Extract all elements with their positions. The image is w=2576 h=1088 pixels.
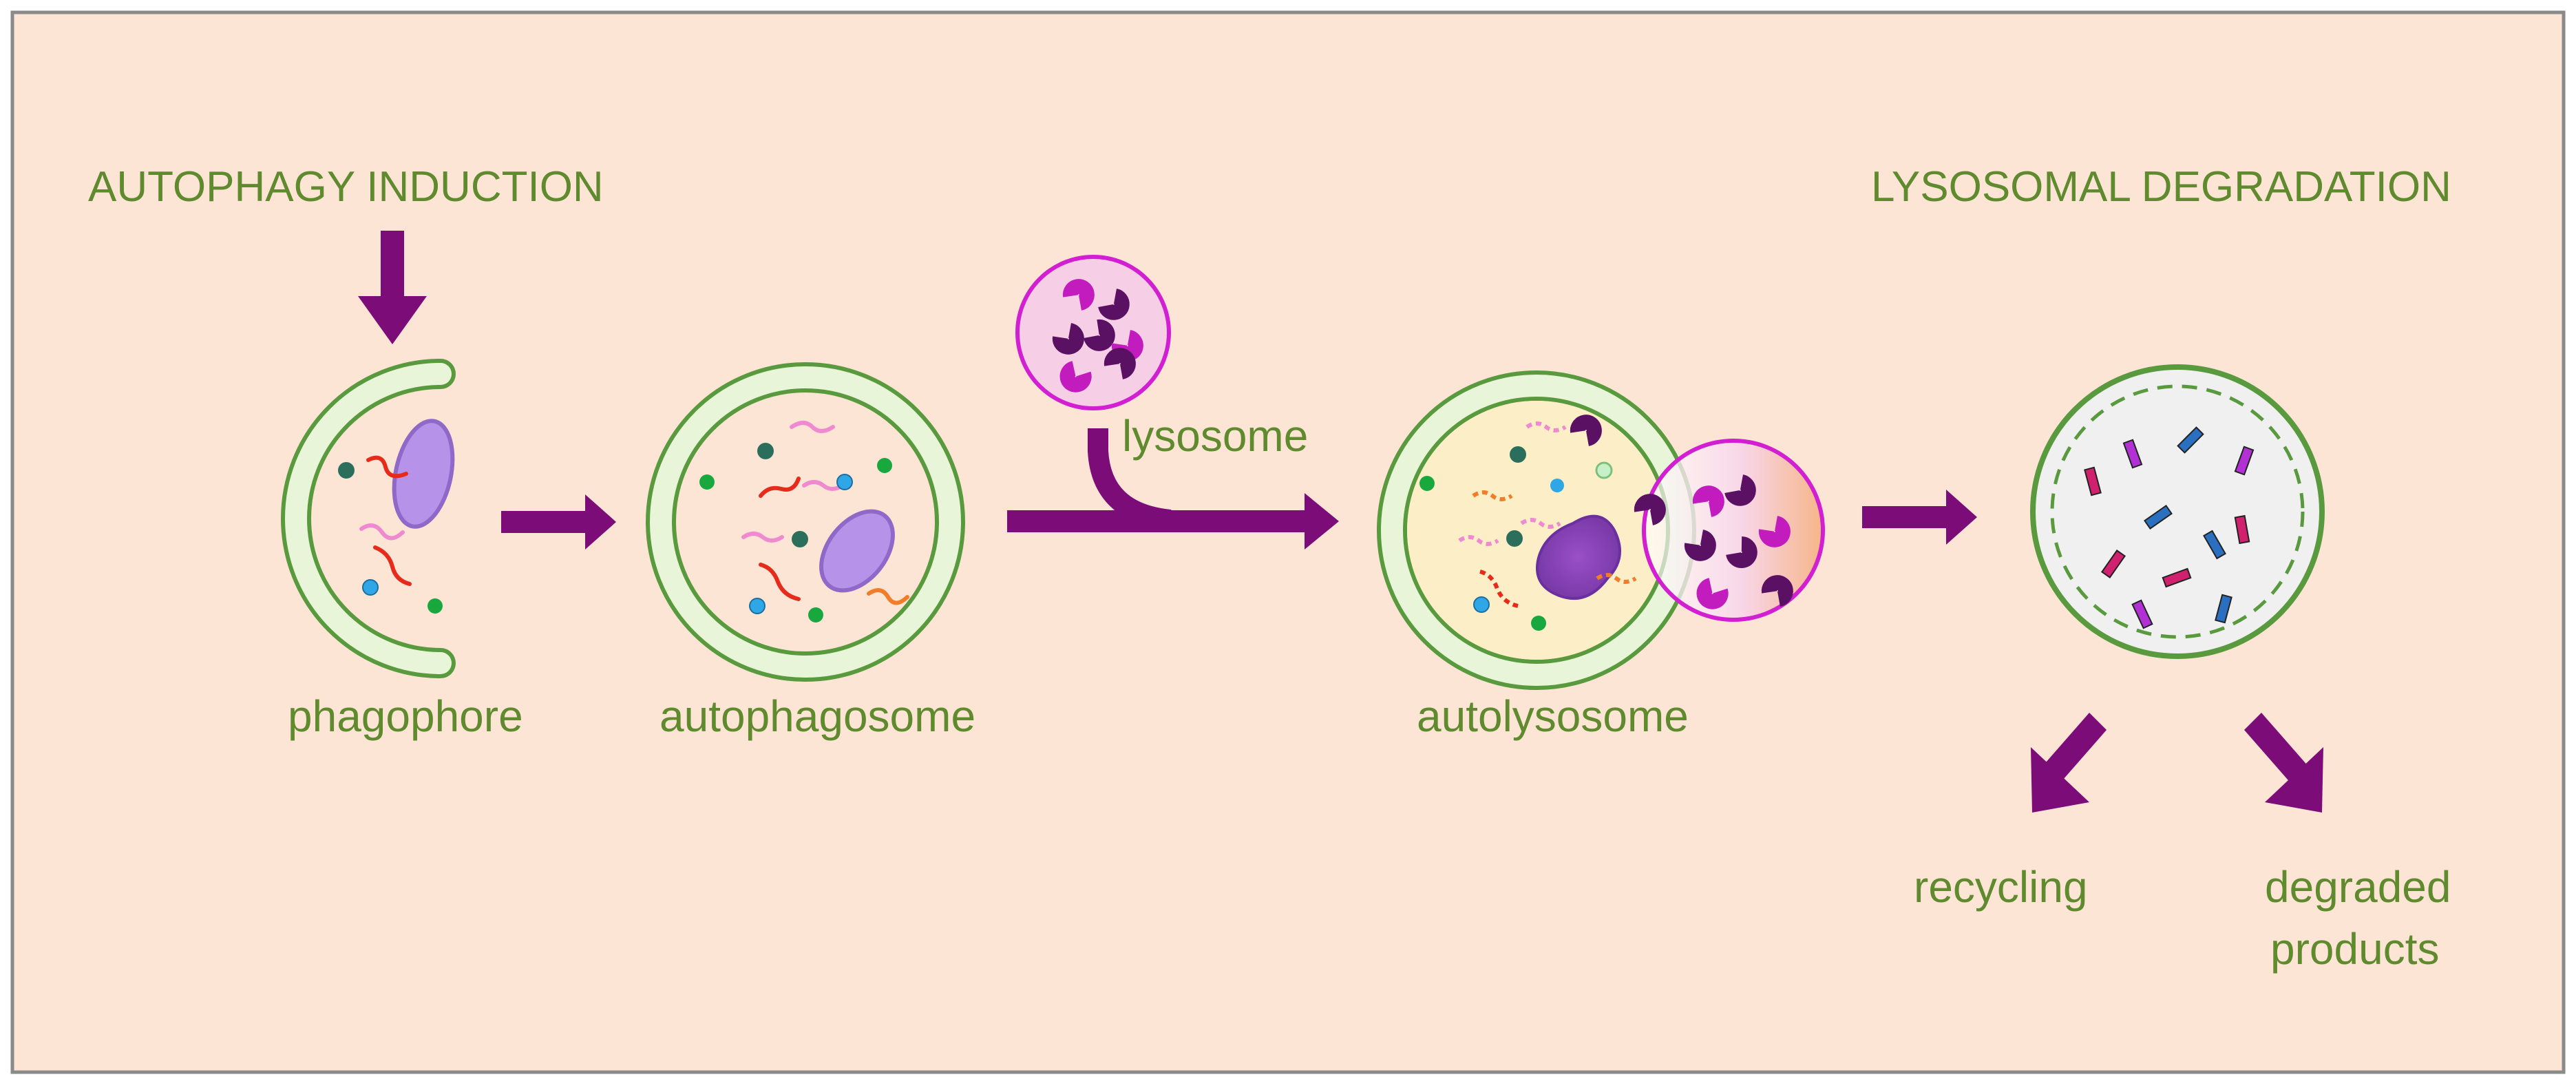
- lysosome: [1015, 255, 1171, 410]
- autophagosome: [646, 362, 965, 682]
- arrow-to-autophagosome: [501, 494, 616, 550]
- label-autophagosome: autophagosome: [659, 691, 975, 741]
- heading-autophagy-induction: AUTOPHAGY INDUCTION: [88, 163, 604, 211]
- label-degraded: degraded: [2265, 862, 2451, 912]
- arrow-to-degradation: [1862, 490, 1977, 545]
- enzyme-icons: [1052, 279, 1143, 393]
- organelle-icon: [392, 419, 455, 529]
- arrow-induction-down: [358, 231, 427, 344]
- arrow-to-degraded-products: [2244, 713, 2323, 813]
- label-autolysosome: autolysosome: [1417, 691, 1689, 741]
- degradation-vesicle: [2030, 364, 2325, 659]
- label-recycling: recycling: [1914, 862, 2088, 912]
- degraded-fragments: [2084, 426, 2255, 629]
- autolysosome: [1377, 370, 1825, 690]
- label-lysosome: lysosome: [1122, 411, 1308, 461]
- phagophore: [281, 359, 456, 678]
- organelle-icon: [819, 509, 895, 593]
- arrow-to-recycling: [2031, 713, 2107, 813]
- label-phagophore: phagophore: [288, 691, 523, 741]
- label-products: products: [2270, 924, 2439, 974]
- heading-lysosomal-degradation: LYSOSOMAL DEGRADATION: [1871, 163, 2451, 211]
- arrow-fusion: [1007, 428, 1339, 550]
